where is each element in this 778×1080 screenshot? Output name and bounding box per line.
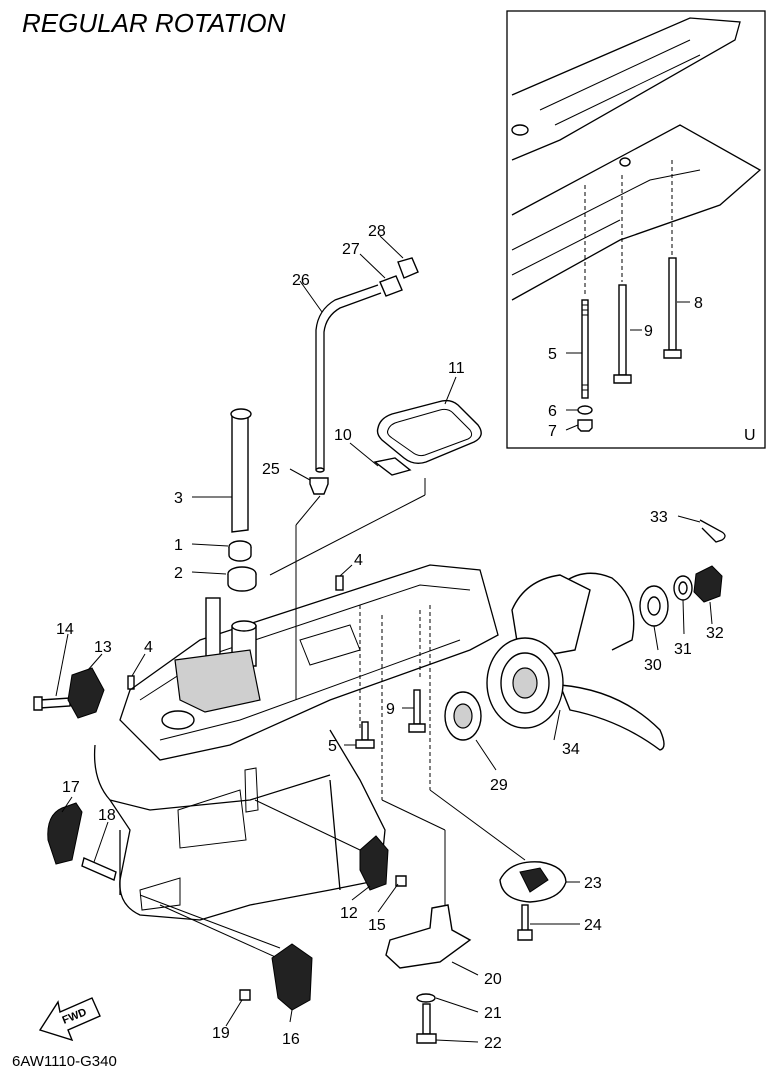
callout-16: 16 — [282, 1031, 300, 1048]
anode-12 — [359, 835, 389, 891]
seal-10 — [373, 457, 412, 476]
callout-2: 2 — [174, 565, 183, 582]
callout-31: 31 — [674, 641, 692, 658]
inset-frame — [506, 10, 766, 449]
grommet-27 — [379, 275, 403, 297]
stud-5 — [581, 299, 589, 399]
callout-9-main: 9 — [386, 701, 395, 718]
diagram-title: REGULAR ROTATION — [22, 8, 286, 38]
bolt-24 — [521, 904, 529, 932]
callout-7: 7 — [548, 423, 557, 440]
washer-21 — [416, 993, 436, 1003]
callout-32: 32 — [706, 625, 724, 642]
diagram-code: 6AW1110-G340 — [12, 1053, 117, 1070]
callout-3: 3 — [174, 490, 183, 507]
bolt-9-main — [413, 689, 421, 725]
dowel-pin-4a — [335, 575, 344, 591]
callout-17: 17 — [62, 779, 80, 796]
bolt-8 — [668, 257, 677, 351]
inset-gearcase-edge — [511, 124, 762, 301]
callout-18: 18 — [98, 807, 116, 824]
callout-4a: 4 — [354, 552, 363, 569]
clip-28 — [397, 257, 419, 279]
nut-19 — [239, 989, 251, 1001]
callout-1: 1 — [174, 537, 183, 554]
inset-detail: 5 6 7 9 8 U — [506, 10, 766, 449]
callout-27: 27 — [342, 241, 360, 258]
cooling-hose-26 — [315, 284, 379, 470]
callout-30: 30 — [644, 657, 662, 674]
callout-21: 21 — [484, 1005, 502, 1022]
cotter-pin-33 — [699, 519, 726, 543]
inset-plate-top — [511, 17, 741, 161]
grommet-13 — [67, 667, 105, 719]
callout-6: 6 — [548, 403, 557, 420]
callout-5-main: 5 — [328, 738, 337, 755]
callout-8: 8 — [694, 295, 703, 312]
callout-23: 23 — [584, 875, 602, 892]
callout-15: 15 — [368, 917, 386, 934]
callout-26: 26 — [292, 272, 310, 289]
anode-16 — [271, 943, 313, 1011]
callout-34: 34 — [562, 741, 580, 758]
bolt-14 — [39, 697, 71, 709]
callout-28: 28 — [368, 223, 386, 240]
fwd-arrow-icon: FWD — [38, 997, 101, 1042]
callout-9-inset: 9 — [644, 323, 653, 340]
propeller-nut-32 — [693, 565, 723, 603]
inset-label: U — [744, 427, 756, 444]
trim-tab-20 — [385, 904, 472, 969]
callout-19: 19 — [212, 1025, 230, 1042]
callout-29: 29 — [490, 777, 508, 794]
callout-20: 20 — [484, 971, 502, 988]
callout-11: 11 — [448, 360, 465, 377]
callout-22: 22 — [484, 1035, 502, 1052]
callout-4b: 4 — [144, 639, 153, 656]
impeller-housing — [174, 649, 261, 713]
lower-gear-case — [93, 564, 499, 921]
bolt-22 — [422, 1003, 431, 1035]
callout-labels: 1 2 3 4 4 5 9 10 11 25 26 27 28 14 13 17… — [56, 223, 724, 1052]
callout-24: 24 — [584, 917, 602, 934]
callout-5-inset: 5 — [548, 346, 557, 363]
callout-10: 10 — [334, 427, 352, 444]
leader-lines — [55, 235, 713, 1043]
cover-17 — [47, 802, 83, 865]
nut-15 — [395, 875, 407, 887]
callout-33: 33 — [650, 509, 668, 526]
callout-12: 12 — [340, 905, 358, 922]
callout-13: 13 — [94, 639, 112, 656]
propeller-34 — [486, 572, 665, 751]
screw-18 — [81, 857, 117, 881]
gasket-11 — [376, 399, 482, 465]
grommet-25 — [309, 477, 329, 495]
callout-25: 25 — [262, 461, 280, 478]
nut-7 — [577, 419, 593, 432]
callout-14: 14 — [56, 621, 74, 638]
washer-6 — [577, 405, 593, 415]
bolt-9-inset — [618, 284, 627, 376]
stud-5-main — [361, 721, 369, 741]
water-tube-3 — [231, 411, 249, 533]
